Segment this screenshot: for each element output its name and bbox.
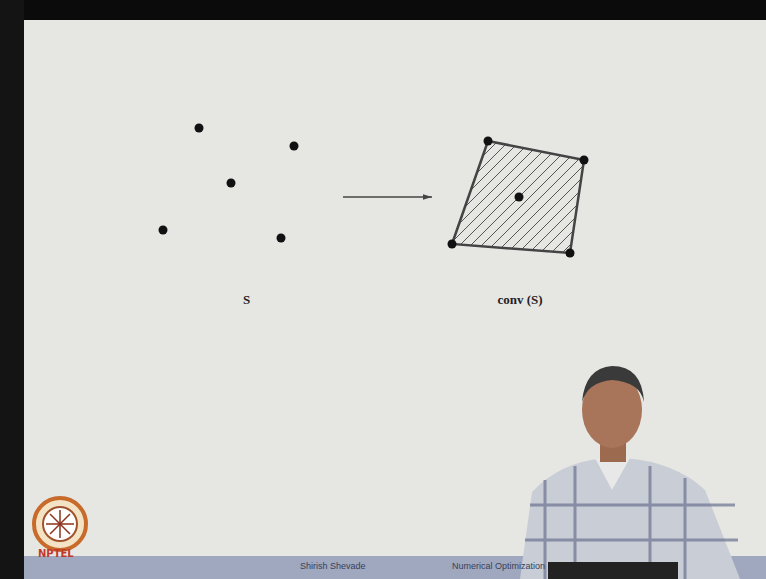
- point: [277, 234, 286, 243]
- convex-hull: conv (S): [432, 115, 608, 310]
- point: [448, 240, 457, 249]
- slide-frame: [0, 0, 766, 20]
- set-label: S: [150, 292, 343, 308]
- point: [566, 249, 575, 258]
- nptel-logo: [34, 498, 86, 550]
- point-set-figure: [150, 115, 343, 310]
- footer-text: Numerical Optimization: [452, 561, 545, 571]
- hull-outline: [452, 141, 584, 253]
- convex-hull-figure: [432, 115, 608, 310]
- point: [227, 179, 236, 188]
- presenter: [520, 366, 740, 579]
- point-set: S: [150, 115, 343, 310]
- point: [195, 124, 204, 133]
- logo-text: NPTEL: [38, 548, 74, 559]
- hatching: [432, 115, 608, 275]
- point: [290, 142, 299, 151]
- slide-frame: [0, 0, 24, 579]
- point: [159, 226, 168, 235]
- point: [484, 137, 493, 146]
- point: [580, 156, 589, 165]
- point: [515, 193, 524, 202]
- footer-text: Shirish Shevade: [300, 561, 366, 571]
- arrow-connector: [343, 196, 432, 198]
- set-label: conv (S): [432, 292, 608, 308]
